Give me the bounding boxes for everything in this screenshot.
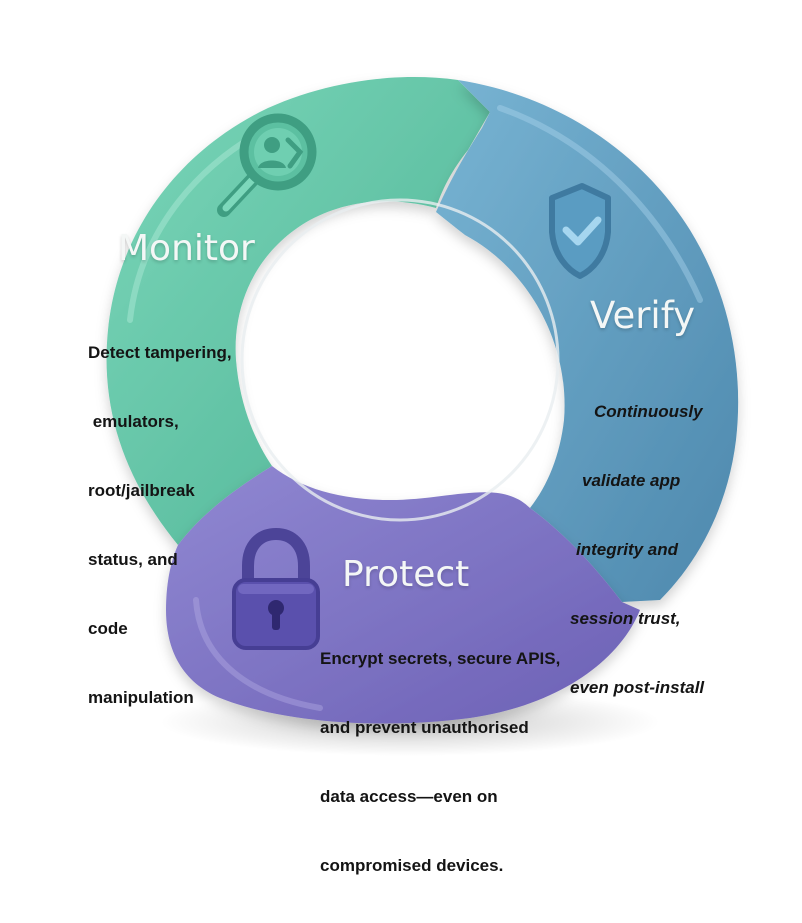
protect-line: Encrypt secrets, secure APIS, [320, 649, 561, 668]
magnifier-user-icon [217, 113, 317, 217]
verify-line: session trust, [570, 609, 681, 628]
protect-description: Encrypt secrets, secure APIS, and preven… [320, 601, 560, 923]
monitor-line: Detect tampering, [88, 343, 232, 362]
protect-highlight [193, 597, 323, 711]
cycle-diagram: Monitor Detect tampering, emulators, roo… [88, 77, 739, 875]
protect-title: Protect [342, 554, 470, 595]
shield-check-icon [549, 183, 611, 279]
monitor-title: Monitor [118, 228, 255, 269]
ring-inner-edge [240, 198, 560, 522]
segment-verify [436, 80, 739, 602]
verify-highlight [497, 105, 703, 303]
monitor-line: code [88, 619, 128, 638]
protect-line: and prevent unauthorised [320, 718, 529, 737]
monitor-description: Detect tampering, emulators, root/jailbr… [88, 295, 232, 755]
monitor-line: root/jailbreak [88, 481, 195, 500]
verify-line: validate app [582, 471, 681, 490]
protect-line: data access—even on [320, 787, 498, 806]
verify-title: Verify [590, 294, 695, 337]
verify-line: Continuously [594, 402, 703, 421]
segment-monitor [106, 77, 490, 545]
monitor-line: emulators, [88, 412, 179, 431]
protect-line: compromised devices. [320, 856, 504, 875]
monitor-line: status, and [88, 550, 178, 569]
cycle-ring [106, 77, 739, 756]
monitor-line: manipulation [88, 688, 194, 707]
verify-line: integrity and [576, 540, 679, 559]
verify-line: even post-install [570, 678, 705, 697]
padlock-icon [232, 527, 320, 650]
verify-description: Continuously validate app integrity and … [570, 354, 704, 745]
